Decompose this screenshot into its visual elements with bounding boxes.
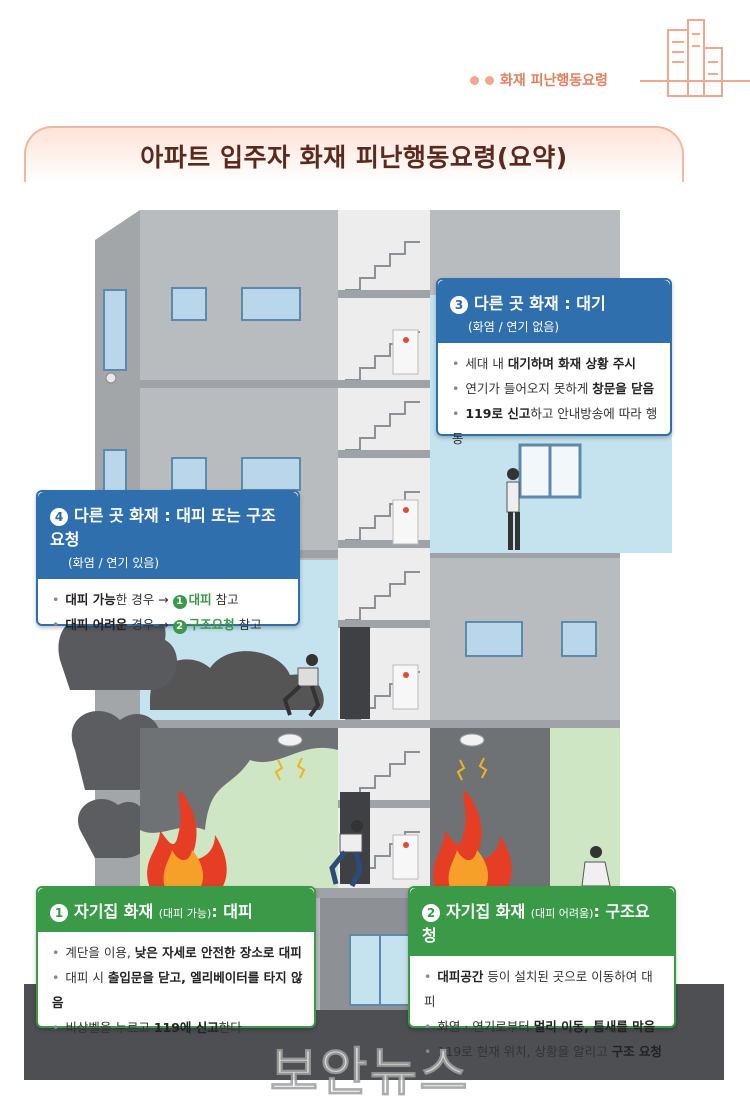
header-tag-text: 화재 피난행동요령 xyxy=(500,73,608,89)
list-item: 계단을 이용, 낮은 자세로 안전한 장소로 대피 xyxy=(52,940,304,965)
callout-3-header: 3 다른 곳 화재 : 대기 xyxy=(438,280,670,318)
callout-3-title: 다른 곳 화재 : 대기 xyxy=(474,294,606,313)
ref-number-icon: 1 xyxy=(172,595,187,609)
callout-3: 3 다른 곳 화재 : 대기 (화염 / 연기 없음) 세대 내 대기하며 화재 … xyxy=(436,278,672,446)
header-tag: 화재 피난행동요령 xyxy=(470,70,608,90)
callout-4-title: 다른 곳 화재 : 대피 또는 구조요청 xyxy=(50,506,276,549)
callout-3-subtitle: (화염 / 연기 없음) xyxy=(438,318,670,343)
list-item: 연기가 들어오지 못하게 창문을 닫음 xyxy=(452,376,660,401)
title-box xyxy=(24,126,684,182)
dot-icon xyxy=(470,75,479,85)
callout-2-number: 2 xyxy=(422,904,440,922)
dot-icon xyxy=(485,75,494,85)
header-line xyxy=(640,80,750,82)
list-item: 대피 가능한 경우 → 1대피 참고 xyxy=(52,587,288,612)
callout-1-title: 자기집 화재 xyxy=(74,902,154,921)
callout-1: 1 자기집 화재 (대피 가능): 대피 계단을 이용, 낮은 자세로 안전한 장… xyxy=(36,886,316,1035)
list-item: 119로 현재 위치, 상황을 알리고 구조 요청 xyxy=(424,1039,664,1064)
list-item: 비상벨을 누르고 119에 신고한다 xyxy=(52,1015,304,1040)
list-item: 화염 · 연기로부터 멀리 이동, 틈새를 막음 xyxy=(424,1014,664,1039)
watermark: 보안뉴스 xyxy=(269,1043,470,1104)
list-item: 세대 내 대기하며 화재 상황 주시 xyxy=(452,351,660,376)
callout-1-qualifier: (대피 가능) xyxy=(158,907,212,920)
callout-2-header: 2 자기집 화재 (대피 어려움): 구조요청 xyxy=(410,888,674,956)
callout-3-number: 3 xyxy=(450,296,468,314)
callout-2-action: : 구조요청 xyxy=(422,902,650,945)
skyline-icon xyxy=(667,19,723,97)
list-item: 119로 신고하고 안내방송에 따라 행동 xyxy=(452,401,660,451)
callout-1-list: 계단을 이용, 낮은 자세로 안전한 장소로 대피 대피 시 출입문을 닫고, … xyxy=(38,932,314,1048)
callout-4-subtitle: (화염 / 연기 있음) xyxy=(38,554,298,579)
list-item: 대피공간 등이 설치된 곳으로 이동하여 대피 xyxy=(424,964,664,1014)
list-item: 대피 시 출입문을 닫고, 엘리베이터를 타지 않음 xyxy=(52,965,304,1015)
ref-number-icon: 2 xyxy=(172,620,187,634)
callout-2-title: 자기집 화재 xyxy=(446,902,526,921)
callout-1-header: 1 자기집 화재 (대피 가능): 대피 xyxy=(38,888,314,932)
callout-4-number: 4 xyxy=(50,508,68,526)
callout-1-action: : 대피 xyxy=(211,902,253,921)
callout-4: 4다른 곳 화재 : 대피 또는 구조요청 (화염 / 연기 있음) 대피 가능… xyxy=(36,490,300,634)
callout-1-number: 1 xyxy=(50,904,68,922)
callout-2-list: 대피공간 등이 설치된 곳으로 이동하여 대피 화염 · 연기로부터 멀리 이동… xyxy=(410,956,674,1072)
callout-2-qualifier: (대피 어려움) xyxy=(530,907,594,920)
callout-3-list: 세대 내 대기하며 화재 상황 주시 연기가 들어오지 못하게 창문을 닫음 1… xyxy=(438,343,670,459)
page-title: 아파트 입주자 화재 피난행동요령(요약) xyxy=(140,143,568,172)
callout-2: 2 자기집 화재 (대피 어려움): 구조요청 대피공간 등이 설치된 곳으로 이… xyxy=(408,886,676,1059)
